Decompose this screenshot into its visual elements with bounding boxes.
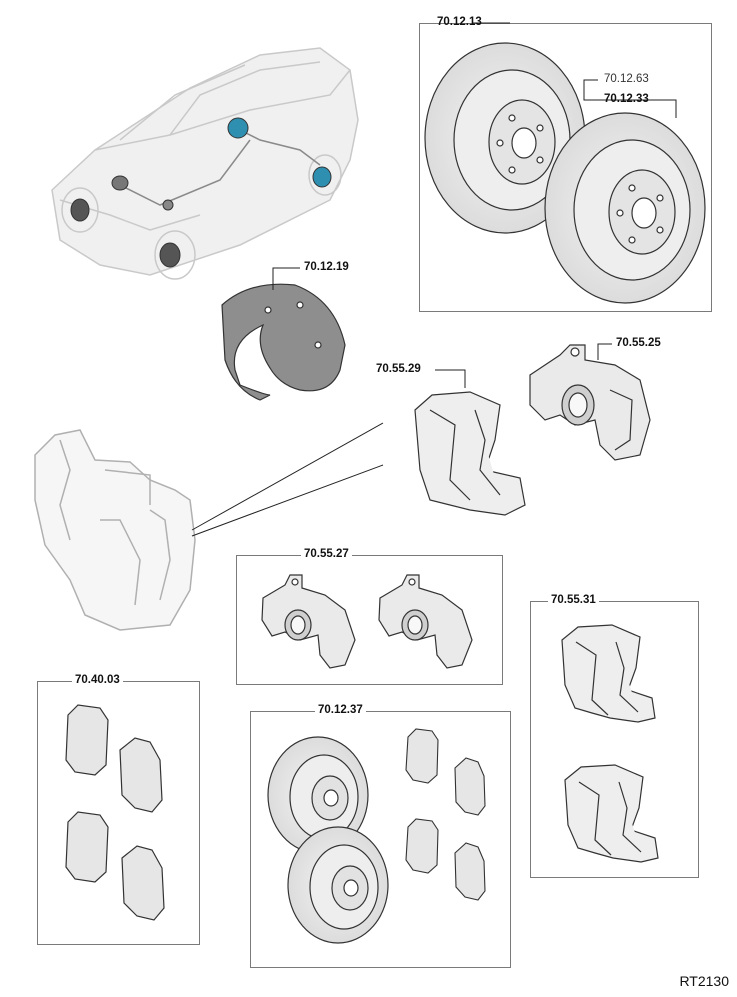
caliper [529, 344, 651, 461]
dust-shield-leader [272, 267, 300, 290]
vehicle-illustration [51, 47, 359, 280]
kit-rotor-bottom [287, 826, 389, 944]
callout-carrier-pair: 70.55.31 [548, 594, 599, 606]
callout-rotor-alt: 70.12.63 [604, 73, 649, 85]
caliper-pair-frame [236, 555, 503, 685]
carrier-pair-frame [530, 601, 699, 878]
rotor-leader-lines [472, 22, 677, 118]
callout-dust-shield: 70.12.19 [304, 261, 349, 273]
expansion-lines [191, 422, 384, 537]
caliper-leader [597, 343, 612, 360]
kit-brake-pads [405, 728, 486, 901]
callout-pad-set: 70.40.03 [72, 674, 123, 686]
callout-rotor-rear: 70.12.33 [604, 93, 649, 105]
brake-pads [65, 704, 165, 921]
vehicle-brake-hubs [70, 117, 332, 268]
diagram-id: RT2130 [679, 973, 729, 989]
carrier-bracket-leader [435, 369, 466, 388]
rear-right-brake-highlight [312, 166, 332, 188]
caliper-pair-right [378, 574, 473, 669]
rear-left-brake-highlight [227, 117, 249, 139]
callout-carrier-bracket: 70.55.29 [376, 363, 421, 375]
rotor-group-frame [419, 23, 712, 312]
caliper-pair-left [261, 574, 356, 669]
callout-caliper: 70.55.25 [616, 337, 661, 349]
callout-caliper-pair: 70.55.27 [301, 548, 352, 560]
callout-rotor-pad-kit: 70.12.37 [315, 704, 366, 716]
rotor-pad-kit-frame [250, 711, 511, 968]
callout-rotor-front: 70.12.13 [437, 16, 482, 28]
caliper-assembly-ghost [34, 429, 196, 631]
carrier-pair-top [561, 624, 656, 723]
dust-shield [221, 283, 346, 401]
brake-rotor-rear [544, 112, 706, 304]
carrier-pair-bottom [564, 764, 659, 863]
brake-rotor-front [424, 42, 586, 234]
carrier-bracket [414, 391, 526, 516]
